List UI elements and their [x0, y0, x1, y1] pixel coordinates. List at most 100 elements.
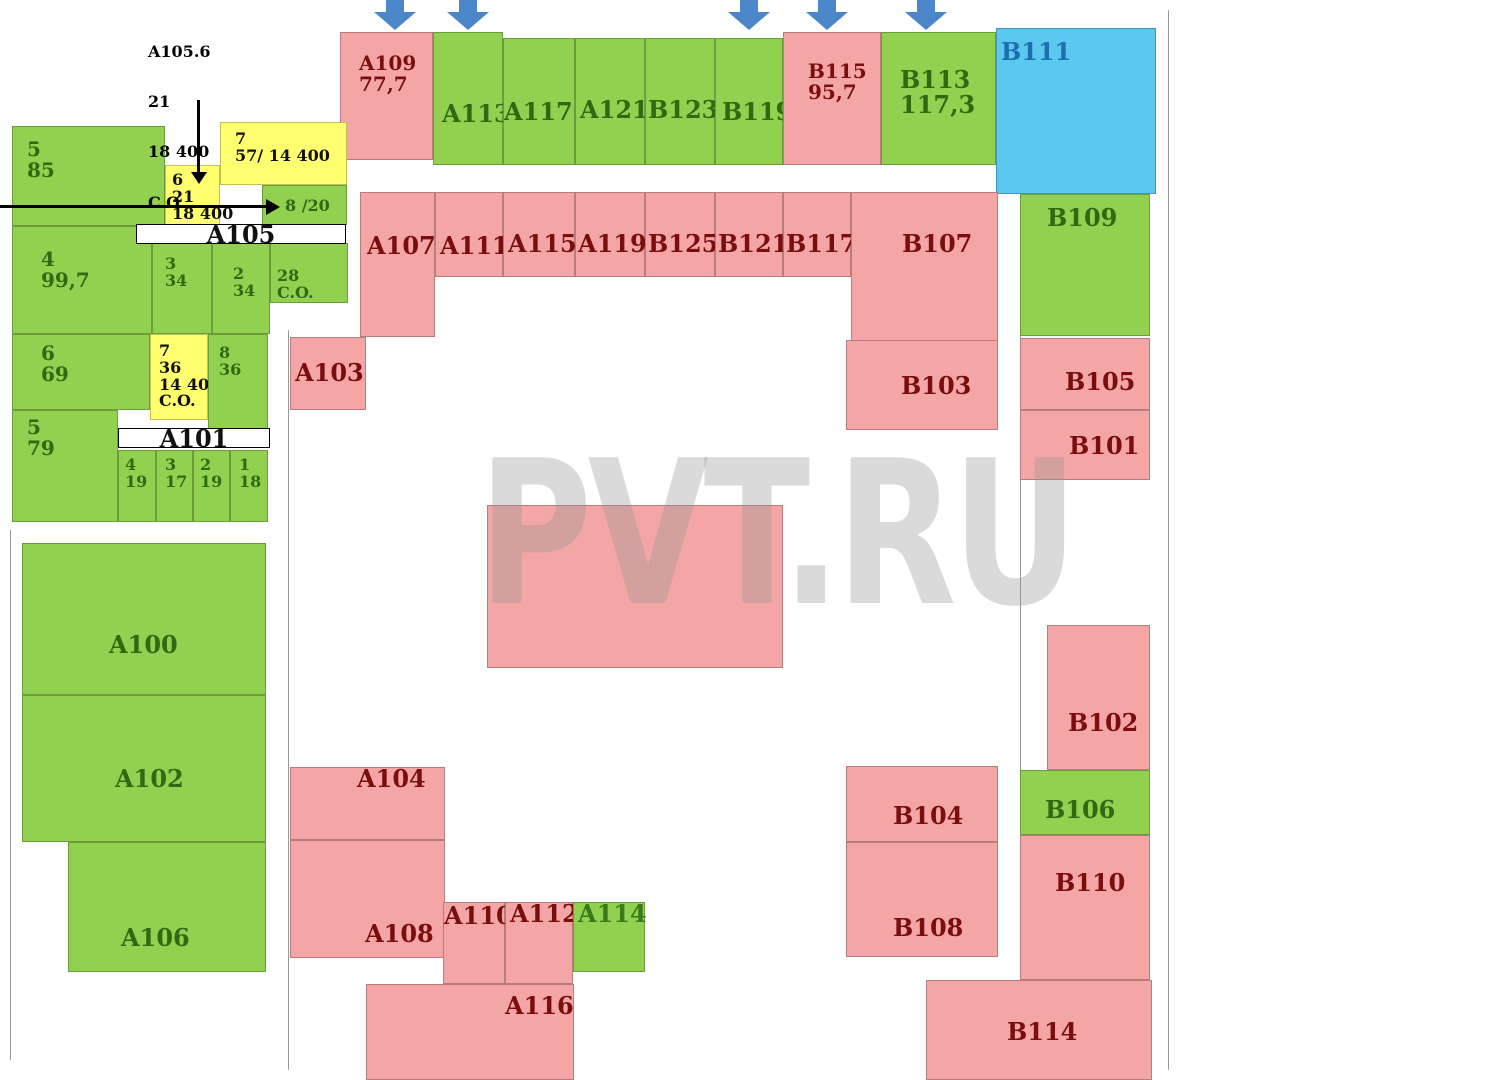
- entrance-arrow-icon: [374, 0, 416, 34]
- room-b106: B106: [1020, 770, 1150, 835]
- room-label: B109: [1047, 203, 1118, 232]
- corridor-wall-left: [288, 330, 289, 1070]
- room-label: A114: [578, 899, 647, 928]
- room-label: A107: [367, 231, 436, 260]
- banner-label: A101: [159, 424, 229, 453]
- room-label: A117: [504, 97, 573, 126]
- room-center: [487, 505, 783, 668]
- entrance-arrow-icon: [728, 0, 770, 34]
- room-a106: A106: [68, 842, 266, 972]
- room-b115: B115 95,7: [783, 32, 881, 165]
- room-label: 2 19: [200, 455, 223, 491]
- room-label: A100: [109, 630, 178, 659]
- room-b110: B110: [1020, 835, 1150, 980]
- room-label: 8 /20: [285, 196, 330, 215]
- room-a105-28: 28 C.O.: [270, 243, 348, 303]
- room-label: B117: [786, 229, 857, 258]
- room-b121: B121: [715, 192, 788, 277]
- room-label: A111: [440, 231, 509, 260]
- watermark: PVT.RU: [478, 418, 1078, 651]
- room-a113: A113: [433, 32, 511, 165]
- room-b111: B111: [996, 28, 1156, 194]
- room-a107: A107: [360, 192, 436, 337]
- room-a101-1: 1 18: [230, 450, 268, 522]
- room-a116: A116: [366, 984, 574, 1080]
- room-b123: B123: [645, 38, 719, 165]
- entry-arrow-line: [0, 205, 268, 208]
- room-label: A103: [295, 358, 364, 387]
- room-label: B121: [718, 229, 789, 258]
- room-label: A106: [121, 923, 190, 952]
- banner-a101: A101: [118, 424, 270, 453]
- room-a101-2: 2 19: [193, 450, 230, 522]
- room-label: 5 85: [27, 137, 55, 182]
- room-a104: A104: [290, 764, 445, 840]
- room-label: 28 C.O.: [277, 266, 314, 302]
- room-label: B105: [1065, 367, 1136, 396]
- room-a121: A121: [575, 38, 649, 165]
- a105-6-annotation: A105.6 21 18 400 C.O.: [148, 10, 211, 245]
- room-a114: A114: [573, 899, 647, 972]
- room-a105-4: 4 99,7: [12, 226, 152, 334]
- room-label: B103: [901, 371, 972, 400]
- room-a101-3: 3 17: [156, 450, 193, 522]
- room-b114: B114: [926, 980, 1152, 1080]
- room-a105-5: 5 85: [12, 126, 165, 226]
- room-label: B101: [1069, 431, 1140, 460]
- room-label: 4 19: [125, 455, 148, 491]
- room-label: 6 21 18 400: [172, 170, 234, 223]
- room-a102: A102: [22, 695, 266, 842]
- room-label: B106: [1045, 795, 1116, 824]
- room-a105-3: 3 34: [152, 243, 212, 334]
- annotation-pointer-line: [197, 100, 200, 175]
- room-b119: B119: [715, 38, 792, 165]
- room-b125: B125: [645, 192, 718, 277]
- room-a115: A115: [503, 192, 577, 277]
- room-a101-6: 6 69: [12, 334, 150, 410]
- annotation-line-4: C.O.: [148, 192, 185, 212]
- room-label: B115 95,7: [808, 59, 867, 104]
- room-label: B110: [1055, 868, 1126, 897]
- room-a100: A100: [22, 543, 266, 695]
- room-label: 7 57/ 14 400: [235, 129, 330, 165]
- room-b105: B105: [1020, 338, 1150, 410]
- room-a117: A117: [503, 38, 575, 165]
- room-a109: A109 77,7: [340, 32, 433, 160]
- entrance-arrow-icon: [447, 0, 489, 34]
- room-b117: B117: [783, 192, 856, 277]
- room-label: B114: [1007, 1017, 1078, 1046]
- room-label: B113 117,3: [900, 65, 976, 120]
- room-b101: B101: [1020, 410, 1150, 480]
- room-label: A119: [578, 229, 647, 258]
- room-b104: B104: [846, 766, 998, 842]
- room-label: A108: [365, 919, 434, 948]
- room-label: 3 17: [165, 455, 188, 491]
- room-label: 1 18: [239, 455, 262, 491]
- room-a105-2: 2 34: [212, 243, 270, 334]
- room-label: B111: [1001, 37, 1072, 66]
- room-label: A116: [505, 991, 574, 1020]
- room-label: A104: [357, 764, 426, 793]
- room-label: A112: [510, 899, 579, 928]
- room-label: 8 36: [219, 343, 242, 379]
- room-a101-7: 7 36 14 400 C.O.: [150, 334, 220, 420]
- room-label: 3 34: [165, 254, 188, 290]
- annotation-line-1: A105.6: [148, 41, 211, 61]
- annotation-line-3: 18 400: [148, 142, 210, 162]
- room-b107: B107: [851, 192, 998, 342]
- room-b113: B113 117,3: [881, 32, 996, 165]
- room-a112: A112: [505, 901, 579, 984]
- entrance-arrow-icon: [905, 0, 947, 34]
- corridor-wall-right: [1020, 170, 1021, 970]
- room-label: B108: [893, 913, 964, 942]
- room-a105-7: 7 57/ 14 400: [220, 122, 347, 185]
- room-a111: A111: [435, 192, 509, 277]
- room-label: 5 79: [27, 415, 55, 460]
- room-label: B123: [648, 95, 719, 124]
- room-label: 4 99,7: [41, 247, 90, 292]
- room-label: A121: [580, 95, 649, 124]
- room-a119: A119: [575, 192, 647, 277]
- banner-label: A105: [206, 220, 276, 249]
- banner-a105: A105: [136, 220, 346, 249]
